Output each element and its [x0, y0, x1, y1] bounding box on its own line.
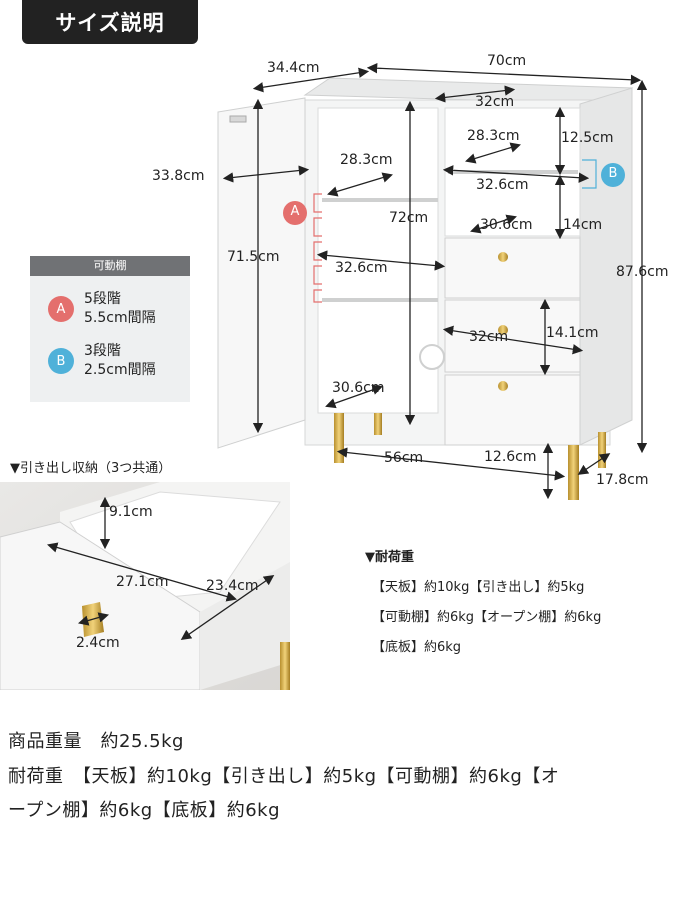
legend-b-interval: 2.5cm間隔: [84, 362, 156, 378]
callout-a-label: A: [290, 204, 300, 219]
drawer-1: [444, 237, 581, 299]
dim-left-width: 32.6cm: [335, 260, 388, 276]
drawer-section-title: ▼引き出し収納（3つ共通）: [10, 461, 172, 476]
dim-leg-height: 12.6cm: [484, 449, 537, 465]
dim-shelf-depth-left: 28.3cm: [340, 152, 393, 168]
drawer-photo: [0, 482, 290, 690]
dim-width: 70cm: [487, 53, 527, 69]
leg: [374, 413, 382, 435]
dim-leg-depth: 17.8cm: [596, 472, 649, 488]
dim-inner-width-top: 32cm: [475, 94, 515, 110]
callout-a-badge: [283, 201, 307, 225]
movable-shelf-legend: 可動棚 A 5段階 5.5cm間隔 B 3段階 2.5cm間隔: [30, 256, 190, 402]
legend-item-b: B 3段階 2.5cm間隔: [30, 342, 190, 380]
cabinet-diagram: [217, 63, 648, 500]
page-title: サイズ説明: [22, 0, 198, 44]
drawer-3: [444, 374, 581, 446]
legend-title: 可動棚: [30, 256, 190, 276]
dim-leg-span: 56cm: [384, 450, 424, 466]
drawer-dim-height: 9.1cm: [109, 504, 153, 520]
dim-open-height: 14cm: [563, 217, 603, 233]
legend-a-interval: 5.5cm間隔: [84, 310, 156, 326]
legend-a-steps: 5段階: [84, 291, 121, 307]
dim-door-height: 71.5cm: [227, 249, 280, 265]
drawer-knob: [498, 252, 508, 262]
product-weight: 商品重量 約25.5kg: [8, 731, 184, 752]
dim-total-height: 87.6cm: [616, 264, 669, 280]
cabinet-door: [217, 97, 306, 449]
dim-upper-height: 12.5cm: [561, 130, 614, 146]
leg: [568, 445, 579, 500]
dim-open-depth: 30.6cm: [480, 217, 533, 233]
legend-badge-a: A: [48, 296, 74, 322]
leg: [334, 413, 344, 463]
leg: [598, 432, 606, 468]
drawer-dim-knob: 2.4cm: [76, 635, 120, 651]
drawer-dim-depth: 27.1cm: [116, 574, 169, 590]
load-line-2: 【可動棚】約6kg【オープン棚】約6kg: [372, 610, 602, 625]
drawer-knob: [498, 381, 508, 391]
load-capacity-title: ▼耐荷重: [365, 550, 414, 565]
drawer-dim-width: 23.4cm: [206, 578, 259, 594]
dim-open-width: 32.6cm: [476, 177, 529, 193]
summary-load-line-2: ープン棚】約6kg【底板】約6kg: [8, 800, 281, 821]
load-line-1: 【天板】約10kg【引き出し】約5kg: [372, 580, 585, 595]
legend-item-a: A 5段階 5.5cm間隔: [30, 290, 190, 328]
dim-inner-height: 72cm: [389, 210, 429, 226]
dim-shelf-depth-right: 28.3cm: [467, 128, 520, 144]
load-line-3: 【底板】約6kg: [372, 640, 462, 655]
dim-depth-top: 34.4cm: [267, 60, 320, 76]
dim-door-depth: 33.8cm: [152, 168, 205, 184]
dim-drawer-width: 32cm: [469, 329, 509, 345]
summary-load-line-1: 耐荷重 【天板】約10kg【引き出し】約5kg【可動棚】約6kg【オ: [8, 766, 560, 787]
legend-b-steps: 3段階: [84, 343, 121, 359]
dim-bottom-depth: 30.6cm: [332, 380, 385, 396]
legend-badge-b: B: [48, 348, 74, 374]
callout-b-label: B: [608, 166, 618, 181]
callout-b-badge: [601, 163, 625, 187]
dim-drawer-height: 14.1cm: [546, 325, 599, 341]
